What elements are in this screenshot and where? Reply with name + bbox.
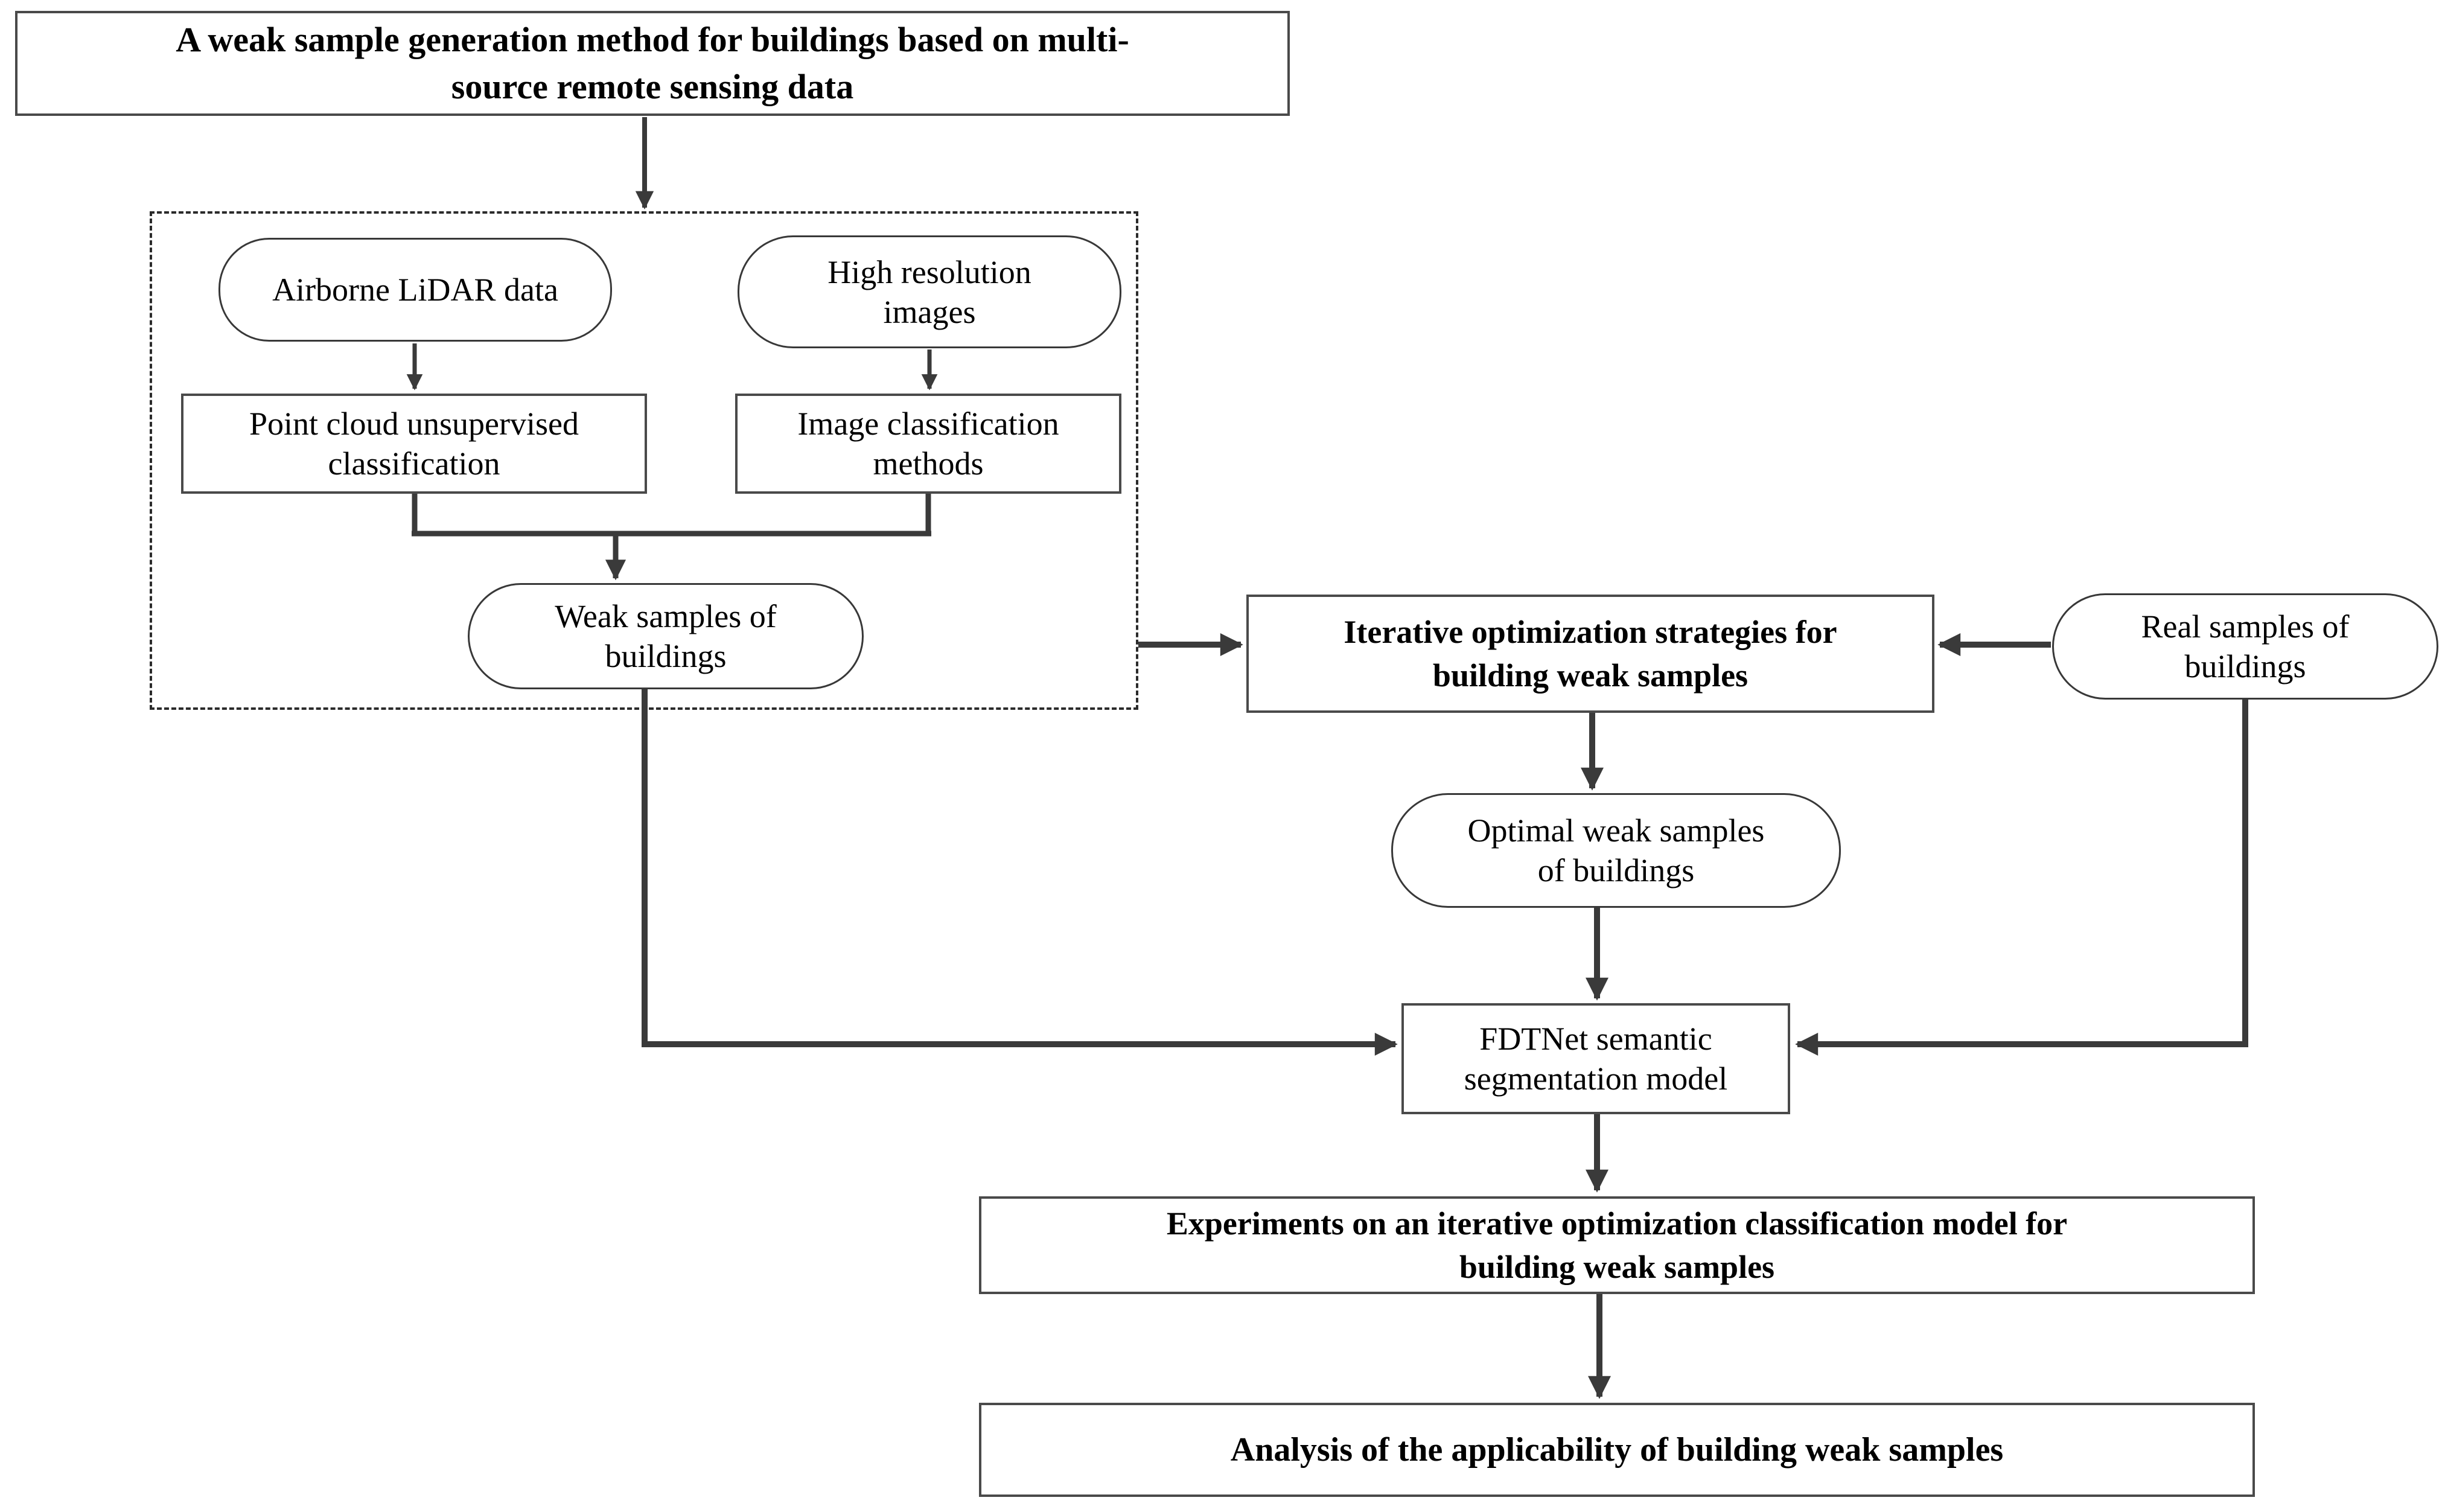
high-resolution-images-node: High resolution images — [738, 235, 1121, 348]
experiments-node: Experiments on an iterative optimization… — [979, 1196, 2255, 1294]
iterative-optimization-label: Iterative optimization strategies for bu… — [1344, 614, 1837, 694]
fdtnet-model-node: FDTNet semantic segmentation model — [1401, 1003, 1790, 1114]
weak-samples-label: Weak samples of buildings — [555, 598, 777, 674]
real-samples-node: Real samples of buildings — [2052, 593, 2438, 700]
arrow-realsamples-to-fdtnet — [1795, 700, 2248, 1056]
arrow-weaksamples-to-fdtnet — [642, 689, 1398, 1056]
weak-samples-node: Weak samples of buildings — [468, 583, 864, 689]
optimal-weak-samples-label: Optimal weak samples of buildings — [1467, 812, 1765, 888]
image-classification-label: Image classification methods — [797, 406, 1059, 482]
fdtnet-model-label: FDTNet semantic segmentation model — [1464, 1021, 1728, 1097]
high-resolution-images-label: High resolution images — [827, 254, 1031, 330]
experiments-label: Experiments on an iterative optimization… — [1166, 1205, 2068, 1285]
analysis-node: Analysis of the applicability of buildin… — [979, 1403, 2255, 1497]
title-label: A weak sample generation method for buil… — [176, 20, 1129, 106]
point-cloud-classification-label: Point cloud unsupervised classification — [249, 406, 579, 482]
point-cloud-classification-node: Point cloud unsupervised classification — [181, 394, 647, 494]
analysis-label: Analysis of the applicability of buildin… — [1230, 1431, 2004, 1469]
image-classification-node: Image classification methods — [735, 394, 1121, 494]
optimal-weak-samples-node: Optimal weak samples of buildings — [1391, 793, 1841, 908]
airborne-lidar-label: Airborne LiDAR data — [272, 272, 558, 308]
title-box: A weak sample generation method for buil… — [15, 11, 1290, 116]
iterative-optimization-node: Iterative optimization strategies for bu… — [1246, 595, 1934, 713]
airborne-lidar-node: Airborne LiDAR data — [218, 238, 612, 342]
real-samples-label: Real samples of buildings — [2141, 608, 2350, 684]
